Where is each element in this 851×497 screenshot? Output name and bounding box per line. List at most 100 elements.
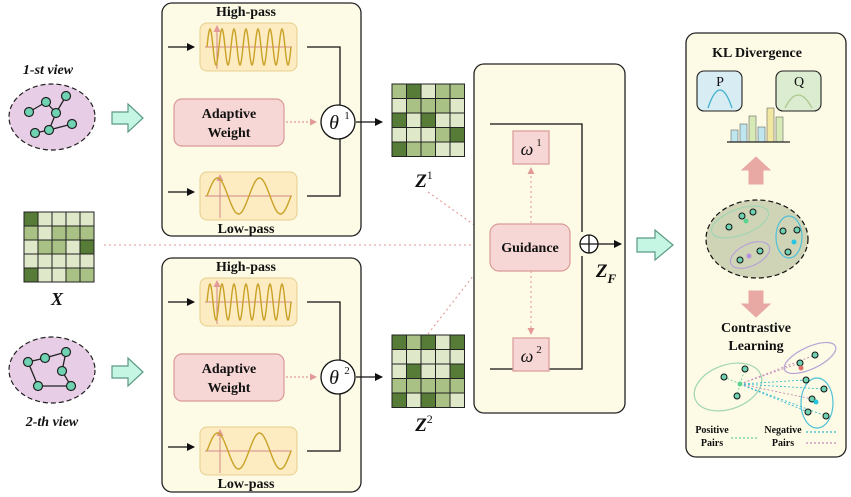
svg-text:θ: θ [329,367,339,389]
theta1-sup: 1 [344,110,350,122]
positive-pairs-label-1: Positive [695,425,729,436]
matrix-cell [435,83,451,99]
high-pass-label-bottom: High-pass [216,260,276,275]
matrix-cell [449,141,465,157]
matrix-cell [391,83,407,99]
matrix-cell [65,211,81,227]
matrix-cell [65,239,81,255]
matrix-cell [391,334,407,350]
matrix-cell [449,349,465,365]
matrix-cell [420,392,436,408]
matrix-cell [23,267,39,283]
view2-graph [8,336,96,404]
x-label: X [50,289,64,309]
zf-sub: F [606,271,616,286]
svg-text:ω: ω [521,346,534,366]
matrix-cell [406,83,422,99]
matrix-cell [449,112,465,128]
matrix-cell [23,211,39,227]
z2-label: Z2 [414,412,433,436]
svg-text:2: 2 [344,365,350,377]
low-pass-label-top: Low-pass [218,222,275,237]
q-distribution-box: Q [775,70,822,112]
low-to-theta1-line [307,138,341,197]
matrix-cell [79,225,95,241]
z2-symbol: Z [414,415,427,436]
matrix-cell [420,112,436,128]
z1-symbol: Z [414,171,427,192]
matrix-cell [420,127,436,143]
matrix-cell [51,211,67,227]
matrix-cell [79,267,95,283]
negative-pairs-label-2: Pairs [772,438,794,449]
z1-label: Z1 [414,168,433,192]
matrix-cell [406,112,422,128]
view1-arrow [111,102,144,134]
low-to-theta2-line [307,393,341,452]
matrix-cell [435,112,451,128]
fusion-to-objectives-arrow [636,228,674,262]
matrix-cell [449,127,465,143]
q-label: Q [794,75,804,90]
view1-graph [8,83,96,151]
kl-histogram [727,107,790,143]
adaptive-weight-text-bottom-1: Adaptive [202,362,256,377]
svg-text:2: 2 [536,344,542,356]
matrix-cell [51,267,67,283]
z2-matrix [391,334,465,408]
matrix-cell [79,211,95,227]
matrix-cell [435,141,451,157]
matrix-cell [420,378,436,394]
matrix-cell [391,141,407,157]
adaptive-weight-text-bottom-2: Weight [208,381,251,396]
matrix-cell [23,253,39,269]
matrix-cell [435,334,451,350]
zf-label: ZF [595,261,617,286]
matrix-cell [37,239,53,255]
matrix-cell [420,363,436,379]
z1-sup: 1 [427,168,433,182]
omega2-box: ω 2 [512,337,550,372]
guidance-box: Guidance [489,223,571,272]
matrix-cell [406,334,422,350]
omega1-box: ω 1 [512,130,550,165]
matrix-cell [449,363,465,379]
matrix-cell [420,141,436,157]
matrix-cell [406,127,422,143]
theta2-symbol: θ [329,367,339,389]
matrix-cell [420,83,436,99]
svg-text:ω: ω [521,139,534,159]
positive-pairs-label-2: Pairs [701,438,723,449]
matrix-cell [37,253,53,269]
matrix-cell [37,211,53,227]
matrix-cell [391,363,407,379]
high-pass-label-top: High-pass [216,5,276,20]
matrix-cell [420,98,436,114]
kl-divergence-title: KL Divergence [712,46,802,61]
matrix-cell [23,239,39,255]
theta2-sup: 2 [344,365,350,377]
matrix-cell [449,392,465,408]
objective-panel [685,32,847,458]
matrix-cell [65,267,81,283]
matrix-cell [406,363,422,379]
embedding-cluster-graph [705,199,809,279]
omega1-sup: 1 [536,137,542,149]
theta1-node: θ 1 [320,104,356,140]
adaptive-weight-box-bottom: Adaptive Weight [173,353,285,402]
matrix-cell [449,378,465,394]
p-label: P [716,75,724,90]
matrix-cell [51,253,67,269]
negative-pairs-label-1: Negative [764,425,802,436]
svg-text:θ: θ [329,112,339,134]
low-pass-filter-bottom [199,426,298,476]
low-pass-filter-top [199,171,298,221]
p-distribution-box: P [696,70,743,112]
low-pass-label-bottom: Low-pass [218,477,275,492]
high-pass-filter-top [199,22,298,72]
z2-sup: 2 [427,412,433,426]
zf-symbol: Z [595,261,608,282]
matrix-cell [420,349,436,365]
matrix-cell [406,392,422,408]
theta1-symbol: θ [329,112,339,134]
